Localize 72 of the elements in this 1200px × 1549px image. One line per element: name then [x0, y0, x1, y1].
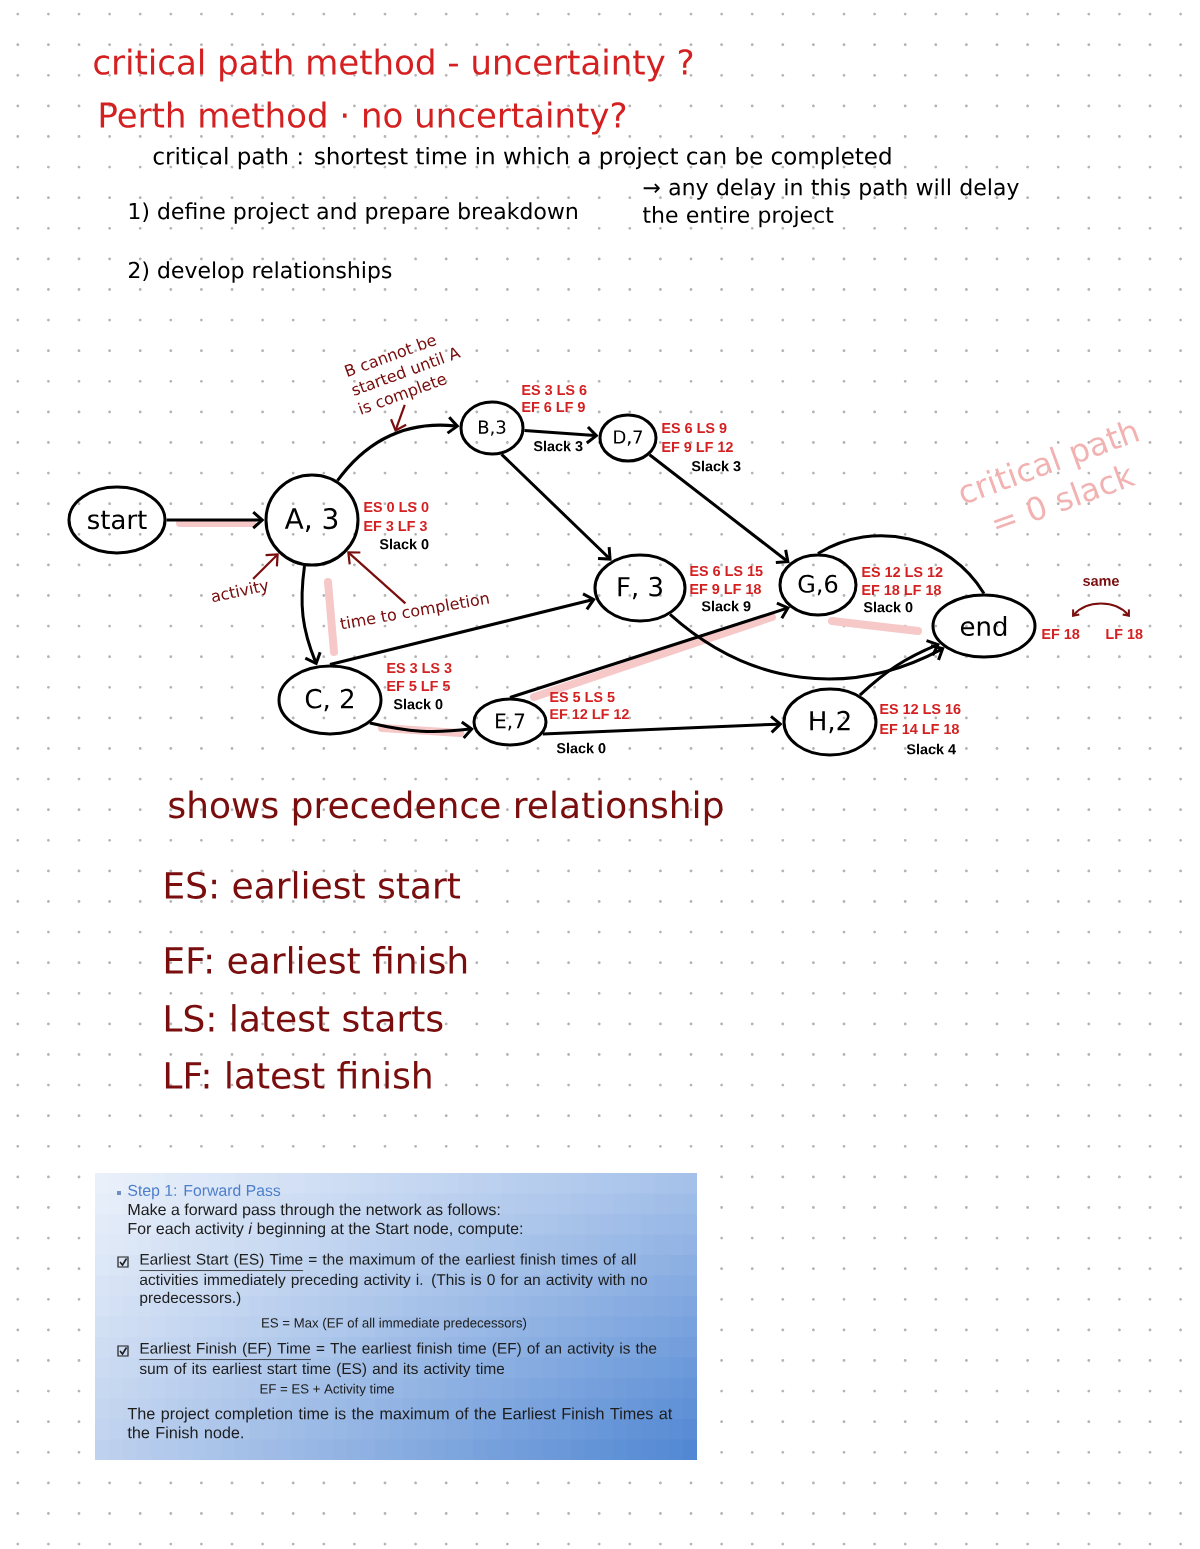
arrow [300, 565, 322, 666]
arrow [858, 639, 940, 697]
network-node: A, 3 [264, 473, 360, 567]
slack-label: Slack 0 [379, 538, 429, 550]
connector-line [817, 534, 986, 595]
arrow [509, 601, 791, 699]
timing-label: EF 5 LF 5 [387, 681, 450, 691]
definition-line: LF: latest finish [165, 1061, 431, 1089]
timing-label: ES 0 LS 0 [364, 501, 429, 513]
network-node: D,7 [598, 413, 658, 463]
slack-label: Slack 0 [556, 742, 606, 754]
slack-label: Slack 0 [393, 698, 443, 710]
annotation-text: time to completion [340, 595, 490, 629]
slack-label: Slack 4 [906, 743, 956, 755]
timing-label: LF 18 [1106, 628, 1143, 640]
timing-label: ES 3 LS 6 [522, 384, 587, 396]
handwritten-heading: critical path method - uncertainty ? [94, 48, 693, 82]
formula-text: EF = ES + Activity time [260, 1383, 394, 1397]
handwritten-note: critical path : shortest time in which a project can be completed [153, 146, 891, 170]
slack-label: Slack 3 [691, 460, 741, 472]
instruction-text: Make a forward pass through the network as follows: [128, 1203, 500, 1219]
step-heading: Step 1: Forward Pass [128, 1184, 281, 1200]
timing-label: ES 6 LS 15 [690, 565, 763, 577]
leader-arrow [347, 551, 407, 605]
arrow [369, 720, 474, 739]
arrow [669, 613, 945, 681]
slack-label: Slack 0 [863, 601, 913, 613]
arrow [336, 416, 460, 482]
definition-line: ES: earliest start [165, 871, 461, 899]
timing-label: EF 9 LF 18 [690, 583, 761, 595]
annotation-text: activity [211, 581, 268, 602]
timing-label: EF 9 LF 12 [662, 441, 733, 453]
network-node: E,7 [472, 697, 548, 747]
network-node: H,2 [782, 687, 878, 757]
handwritten-note: 2) develop relationships [129, 261, 392, 283]
leader-arrow [390, 404, 407, 432]
timing-label: EF 18 [1042, 628, 1080, 640]
timing-label: ES 12 LS 12 [862, 566, 943, 578]
handwritten-note: → any delay in this path will delay the entire project [643, 178, 1019, 228]
timing-label: ES 12 LS 16 [880, 703, 961, 715]
arrow [500, 453, 612, 561]
same-note: same [1083, 578, 1119, 586]
timing-label: ES 6 LS 9 [662, 422, 727, 434]
arrow [648, 453, 790, 564]
definition-text: Earliest Start (ES) Time = the maximum of the earliest finish times of all activities immediately preceding activity i. (This is 0 for an activity with no predecessors.) [139, 1253, 647, 1307]
timing-label: EF 6 LF 9 [522, 401, 585, 413]
network-node: C, 2 [277, 664, 383, 736]
timing-label: EF 18 LF 18 [862, 584, 941, 596]
arrow [166, 510, 265, 530]
timing-label: ES 5 LS 5 [550, 691, 615, 703]
network-node: start [67, 485, 167, 555]
handwritten-note: 1) define project and prepare breakdown [129, 202, 577, 224]
definition-text: Earliest Finish (EF) Time = The earliest finish time (EF) of an activity is the sum of its earliest start time (ES) and its activity time [139, 1342, 657, 1378]
timing-label: ES 3 LS 3 [387, 662, 452, 674]
formula-text: ES = Max (EF of all immediate predecessors) [262, 1317, 527, 1331]
timing-label: EF 12 LF 12 [550, 709, 629, 720]
handwritten-note: shows precedence relationship [169, 790, 723, 826]
arrow [542, 715, 783, 736]
leader-arrow [252, 553, 279, 580]
network-node: F, 3 [593, 553, 687, 623]
slack-label: Slack 9 [701, 600, 751, 612]
handwritten-heading: Perth method · no uncertainty? [100, 101, 626, 135]
network-node: G,6 [778, 553, 858, 617]
timing-label: EF 3 LF 3 [364, 520, 427, 532]
note-text: The project completion time is the maximum of the Earliest Finish Times at the Finish node. [127, 1407, 673, 1439]
timing-label: EF 14 LF 18 [880, 723, 959, 735]
arrow [524, 426, 599, 445]
definition-line: EF: earliest finish [165, 946, 467, 974]
instruction-text: For each activity i beginning at the Start node, compute: [128, 1222, 523, 1238]
definition-line: LS: latest starts [165, 1004, 443, 1032]
slack-label: Slack 3 [533, 440, 583, 452]
arrow [329, 592, 596, 666]
